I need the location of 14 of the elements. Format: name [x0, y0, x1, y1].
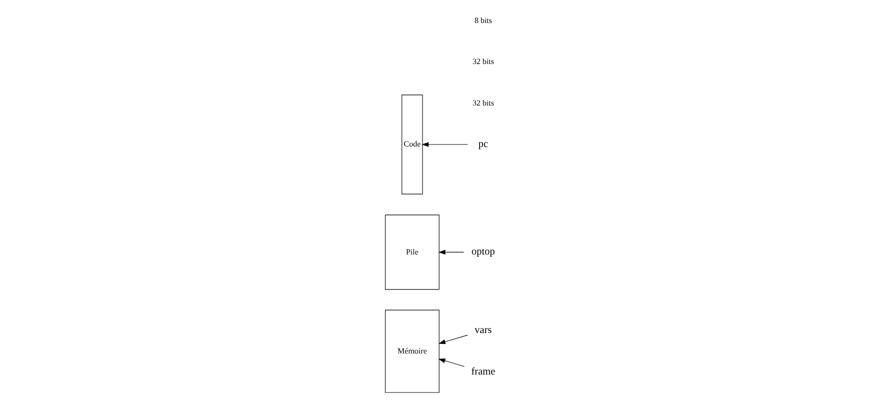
- arrow: [438, 358, 464, 367]
- label: 32 bits: [472, 98, 494, 108]
- arrow: [421, 142, 468, 147]
- node-text: vars: [474, 325, 492, 336]
- node-box: Mémoire: [384, 310, 439, 393]
- node-box: Code: [401, 94, 422, 194]
- label: 32 bits: [472, 57, 494, 66]
- arrow: [438, 250, 464, 255]
- node-text: pc: [478, 139, 488, 150]
- node-box: Pile: [384, 214, 439, 290]
- arrow: [438, 334, 468, 344]
- node-text: optop: [471, 246, 494, 258]
- label: 8 bits: [474, 16, 492, 25]
- node-text: frame: [470, 366, 495, 378]
